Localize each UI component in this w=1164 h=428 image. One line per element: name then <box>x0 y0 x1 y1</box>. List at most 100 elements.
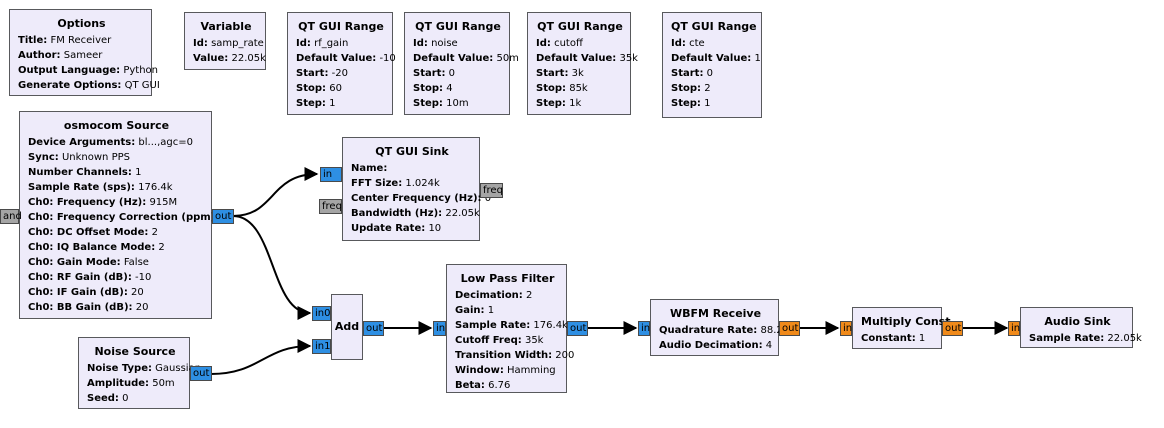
add-in1-port[interactable]: in1 <box>312 339 331 354</box>
param-value: False <box>123 257 149 268</box>
param-row: Start: -20 <box>296 66 386 81</box>
param-row: Ch0: Gain Mode: False <box>28 255 205 270</box>
wbfm-in-port[interactable]: in <box>638 321 650 336</box>
param-value: 0 <box>484 193 492 204</box>
param-row: Transition Width: 200 <box>455 348 574 363</box>
wire-noise-to-add[interactable] <box>210 339 312 375</box>
qt-gui-sink-in-port[interactable]: in <box>320 167 342 182</box>
block-title: Multiply Const <box>861 315 951 328</box>
param-row: Generate Options: QT GUI <box>18 78 160 93</box>
param-row: Ch0: Frequency Correction (ppm): 0 <box>28 210 229 225</box>
param-label: Sample Rate: <box>1029 333 1105 344</box>
param-label: Id: <box>296 38 311 49</box>
lpf-in-port[interactable]: in <box>433 321 446 336</box>
qt-gui-sink-freq-out-port[interactable]: freq <box>480 183 503 198</box>
noise-source-out-port[interactable]: out <box>190 366 212 381</box>
qt-gui-sink-freq-in-port[interactable]: freq <box>319 199 342 214</box>
param-row: Number Channels: 1 <box>28 165 205 180</box>
param-label: Number Channels: <box>28 167 132 178</box>
param-label: Stop: <box>671 83 702 94</box>
block-title: QT GUI Range <box>671 20 757 33</box>
param-row: FFT Size: 1.024k <box>351 176 473 191</box>
add-out-port[interactable]: out <box>363 321 384 336</box>
osmocom-and-port[interactable]: and <box>0 209 22 224</box>
wbfm-out-port[interactable]: out <box>779 321 800 336</box>
param-label: Step: <box>536 98 566 109</box>
param-row: Id: noise <box>413 36 503 51</box>
param-value: 10 <box>428 223 442 234</box>
multiply-out-port[interactable]: out <box>942 321 963 336</box>
param-value: 0 <box>122 393 129 404</box>
param-row: Constant: 1 <box>861 331 935 346</box>
param-label: Stop: <box>413 83 444 94</box>
param-label: Step: <box>671 98 701 109</box>
param-row: Id: cte <box>671 36 755 51</box>
param-value: 1 <box>754 53 761 64</box>
param-value: 2 <box>158 242 165 253</box>
osmocom-out-port[interactable]: out <box>212 209 234 224</box>
param-label: Value: <box>193 53 229 64</box>
param-label: Ch0: BB Gain (dB): <box>28 302 133 313</box>
block-title: Audio Sink <box>1044 315 1111 328</box>
param-row: Device Arguments: bl...,agc=0 <box>28 135 205 150</box>
param-value: 1 <box>704 98 711 109</box>
param-label: Bandwidth (Hz): <box>351 208 443 219</box>
param-label: Sample Rate: <box>455 320 531 331</box>
wire-osmocom-to-qtsink[interactable] <box>232 167 319 217</box>
param-value: 10m <box>446 98 469 109</box>
param-value: 1 <box>918 333 926 344</box>
param-row: Cutoff Freq: 35k <box>455 333 560 348</box>
block-title: WBFM Receive <box>669 307 762 320</box>
param-row: Id: cutoff <box>536 36 624 51</box>
param-value: QT GUI <box>124 80 160 91</box>
param-row: Beta: 6.76 <box>455 378 560 393</box>
param-label: Amplitude: <box>87 378 150 389</box>
param-row: Sample Rate: 22.05k <box>1029 331 1142 346</box>
block-title: QT GUI Sink <box>375 145 449 158</box>
param-row: Sample Rate: 176.4k <box>455 318 568 333</box>
param-value: 20 <box>131 287 144 298</box>
wire-osmocom-to-add[interactable] <box>232 215 312 320</box>
param-row: Seed: 0 <box>87 391 183 406</box>
param-value: -10 <box>135 272 152 283</box>
param-label: Default Value: <box>671 53 752 64</box>
param-label: Stop: <box>536 83 567 94</box>
param-value: 176.4k <box>138 182 173 193</box>
param-row: Sync: Unknown PPS <box>28 150 205 165</box>
param-label: Ch0: Gain Mode: <box>28 257 121 268</box>
param-row: Stop: 60 <box>296 81 386 96</box>
param-value: 22.05k <box>445 208 480 219</box>
param-label: Step: <box>296 98 326 109</box>
param-value: 1.024k <box>405 178 440 189</box>
param-value: 20 <box>135 302 149 313</box>
block-title: QT GUI Range <box>298 20 384 33</box>
lpf-out-port[interactable]: out <box>567 321 588 336</box>
audio-sink-in-port[interactable]: in <box>1008 321 1020 336</box>
param-row: Start: 0 <box>413 66 503 81</box>
param-label: Default Value: <box>536 53 617 64</box>
add-block[interactable]: Add <box>331 294 363 360</box>
add-in0-port[interactable]: in0 <box>312 306 331 321</box>
param-label: Start: <box>413 68 446 79</box>
param-value: 50m <box>152 378 175 389</box>
param-label: Name: <box>351 163 388 174</box>
param-value: 0 <box>448 68 456 79</box>
multiply-in-port[interactable]: in <box>840 321 852 336</box>
param-row: Start: 3k <box>536 66 624 81</box>
param-value: 915M <box>149 197 178 208</box>
param-label: Window: <box>455 365 504 376</box>
param-row: Step: 1 <box>296 96 386 111</box>
